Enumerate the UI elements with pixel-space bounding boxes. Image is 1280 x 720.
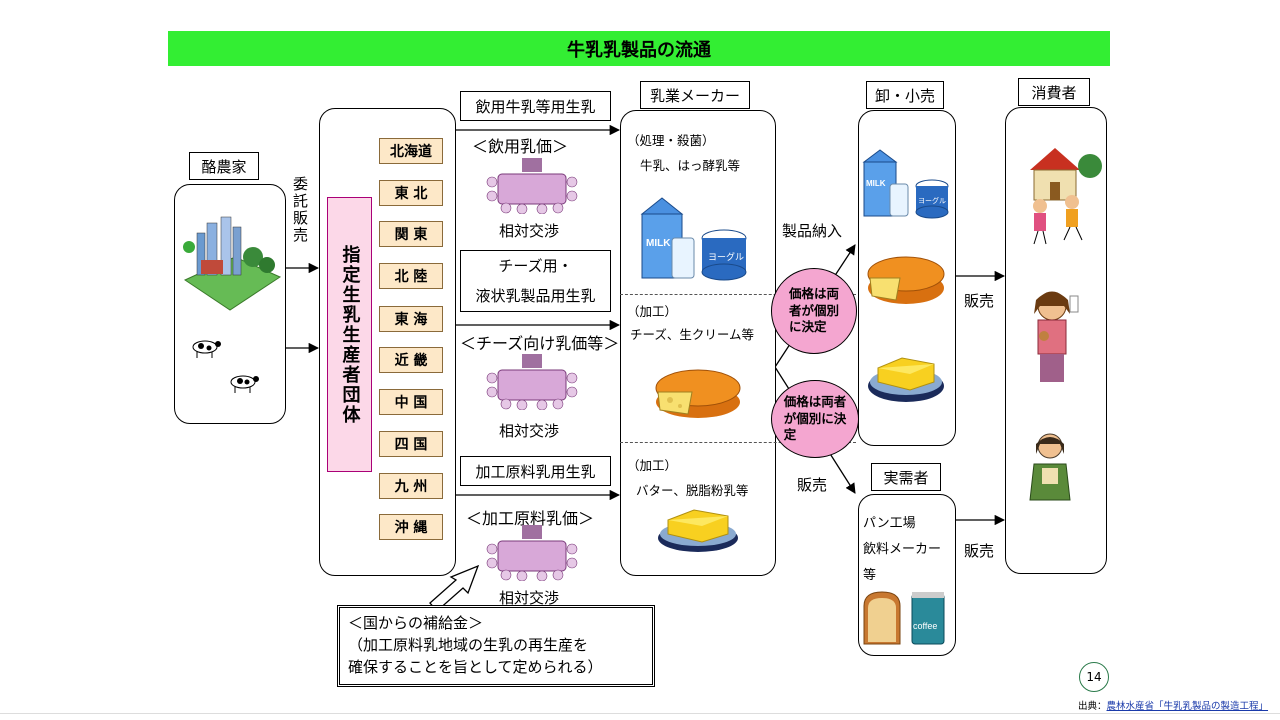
dairy-farmer-label: 酪農家 — [189, 152, 259, 180]
producer-group-name: 指定生乳生産者団体 — [327, 197, 372, 472]
wholesale-label: 卸・小売 — [866, 81, 944, 109]
manufacturer-sec3-body: バター、脱脂粉乳等 — [636, 483, 749, 498]
negotiation-table-icon — [486, 354, 578, 410]
cow-icon — [230, 375, 259, 393]
butter-icon — [658, 509, 738, 552]
drinking-milk-price: ＜飲用乳価＞ — [472, 137, 569, 156]
dairy-farmer-box — [174, 184, 286, 424]
svg-text:MILK: MILK — [646, 238, 671, 249]
cheese-icon — [655, 369, 741, 418]
region-chugoku: 中 国 — [379, 389, 443, 415]
region-tohoku: 東 北 — [379, 180, 443, 206]
butter-icon — [868, 357, 944, 402]
manufacturer-sec2-body: チーズ、生クリーム等 — [630, 327, 755, 342]
cheese-milk-label: チーズ用・ 液状乳製品用生乳 — [460, 250, 611, 312]
sales-label-real-demand: 販売 — [797, 476, 828, 494]
manufacturer-sec2-head: （加工） — [627, 304, 678, 319]
milk-carton-icon: MILK ヨーグルト — [640, 197, 750, 281]
real-demand-line2: 飲料メーカー — [863, 542, 942, 557]
processing-milk-price: ＜加工原料乳価＞ — [466, 509, 595, 528]
cheese-milk-price: ＜チーズ向け乳価等＞ — [460, 334, 620, 353]
consignment-label: 委託販売 — [291, 176, 309, 244]
processing-negotiation: 相対交渉 — [499, 589, 560, 607]
subsidy-line3: 確保することを旨として定められる） — [348, 658, 603, 676]
real-demand-line3: 等 — [863, 568, 877, 583]
subsidy-box: ＜国からの補給金＞ （加工原料乳地域の生乳の再生産を 確保することを旨として定め… — [337, 605, 655, 687]
manufacturer-label: 乳業メーカー — [640, 81, 750, 109]
region-hokuriku: 北 陸 — [379, 263, 443, 289]
cheese-icon — [867, 256, 945, 304]
drinking-milk-label: 飲用牛乳等用生乳 — [460, 91, 611, 121]
manufacturer-sec1-body: 牛乳、はっ酵乳等 — [640, 158, 741, 173]
svg-text:MILK: MILK — [866, 179, 886, 188]
source-link[interactable]: 農林水産省「牛乳乳製品の製造工程」 — [1106, 701, 1269, 712]
region-hokkaido: 北海道 — [379, 138, 443, 164]
svg-text:ヨーグルト: ヨーグルト — [918, 196, 952, 205]
page-title: 牛乳乳製品の流通 — [567, 39, 711, 61]
price-note-2: 価格は両者が個別に決定 — [771, 380, 859, 458]
manufacturer-sec1-head: （処理・殺菌） — [627, 133, 715, 148]
processing-milk-label: 加工原料乳用生乳 — [460, 456, 611, 486]
subsidy-line2: （加工原料乳地域の生乳の再生産を — [348, 636, 589, 654]
family-house-icon — [1030, 148, 1102, 245]
manufacturer-divider-1 — [620, 294, 856, 295]
manufacturer-box — [620, 110, 776, 576]
real-demand-label: 実需者 — [871, 463, 941, 491]
region-tokai: 東 海 — [379, 306, 443, 332]
farm-illustration-icon — [183, 216, 282, 311]
svg-text:coffee: coffee — [913, 621, 937, 631]
bread-coffee-icon: coffee — [863, 591, 945, 645]
milk-carton-icon: MILK ヨーグルト — [862, 149, 952, 219]
woman-icon — [1029, 433, 1071, 501]
bottom-divider — [0, 713, 1280, 714]
svg-text:ヨーグルト: ヨーグルト — [708, 251, 750, 263]
price-note-1: 価格は両者が個別に決定 — [771, 268, 857, 354]
drinking-negotiation: 相対交渉 — [499, 222, 560, 240]
girl-drinking-icon — [1034, 291, 1079, 382]
source-credit: 出典：農林水産省「牛乳乳製品の製造工程」 — [1078, 701, 1269, 712]
region-kyushu: 九 州 — [379, 473, 443, 499]
manufacturer-sec3-head: （加工） — [627, 458, 678, 473]
negotiation-table-icon — [486, 158, 578, 214]
subsidy-title: ＜国からの補給金＞ — [348, 614, 484, 632]
consumer-label: 消費者 — [1018, 78, 1090, 106]
real-demand-line1: パン工場 — [863, 516, 916, 531]
product-delivery-label: 製品納入 — [782, 222, 843, 240]
region-shikoku: 四 国 — [379, 431, 443, 457]
region-okinawa: 沖 縄 — [379, 514, 443, 540]
negotiation-table-icon — [486, 525, 578, 581]
title-bar: 牛乳乳製品の流通 — [168, 31, 1110, 66]
page-number-badge: 14 — [1079, 662, 1109, 692]
manufacturer-divider-2 — [620, 442, 856, 443]
cow-icon — [192, 340, 221, 358]
cheese-negotiation: 相対交渉 — [499, 422, 560, 440]
sales-label-wholesale: 販売 — [964, 292, 995, 310]
region-kanto: 関 東 — [379, 221, 443, 247]
sales-label-demand: 販売 — [964, 542, 995, 560]
region-kinki: 近 畿 — [379, 347, 443, 373]
